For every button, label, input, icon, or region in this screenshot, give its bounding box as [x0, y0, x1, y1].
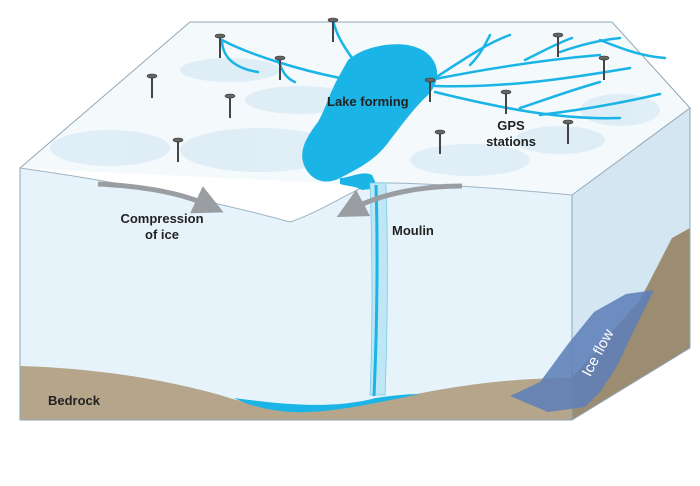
bedrock-label: Bedrock — [48, 393, 101, 408]
moulin-label: Moulin — [392, 223, 434, 238]
compression-label-line1: Compression — [120, 211, 203, 226]
moulin-shaft — [370, 183, 387, 395]
compression-label-line2: of ice — [145, 227, 179, 242]
lake-label: Lake forming — [327, 94, 409, 109]
gps-label-line1: GPS — [497, 118, 525, 133]
gps-label-line2: stations — [486, 134, 536, 149]
